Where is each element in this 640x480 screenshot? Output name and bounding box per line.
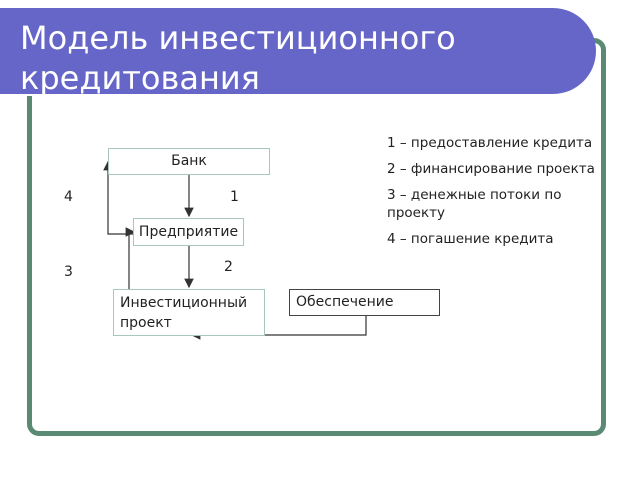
bank-label: Банк bbox=[171, 153, 207, 169]
enterprise-box: Предприятие bbox=[133, 218, 244, 246]
project-label: Инвестиционный проект bbox=[120, 295, 248, 331]
legend-item-3: 3 – денежные потоки по проекту bbox=[387, 187, 562, 221]
legend-item-1: 1 – предоставление кредита bbox=[387, 135, 593, 151]
arrow-repayment bbox=[103, 160, 134, 235]
flow-number-3: 3 bbox=[64, 264, 73, 280]
bank-box: Банк bbox=[108, 148, 270, 175]
flow-number-2: 2 bbox=[224, 259, 233, 275]
legend-item-4: 4 – погашение кредита bbox=[387, 231, 554, 247]
title-bar: Модель инвестиционного кредитования bbox=[0, 8, 596, 97]
title-underline bbox=[0, 94, 566, 96]
collateral-box: Обеспечение bbox=[289, 289, 440, 316]
project-box: Инвестиционный проект bbox=[113, 289, 265, 336]
legend: 1 – предоставление кредита 2 – финансиро… bbox=[387, 134, 617, 256]
slide-title: Модель инвестиционного кредитования bbox=[20, 19, 456, 97]
arrow-cashflow bbox=[125, 227, 136, 290]
legend-item-2: 2 – финансирование проекта bbox=[387, 161, 595, 177]
collateral-label: Обеспечение bbox=[296, 294, 394, 310]
flow-number-1: 1 bbox=[230, 189, 239, 205]
enterprise-label: Предприятие bbox=[138, 224, 239, 240]
flow-number-4: 4 bbox=[64, 189, 73, 205]
